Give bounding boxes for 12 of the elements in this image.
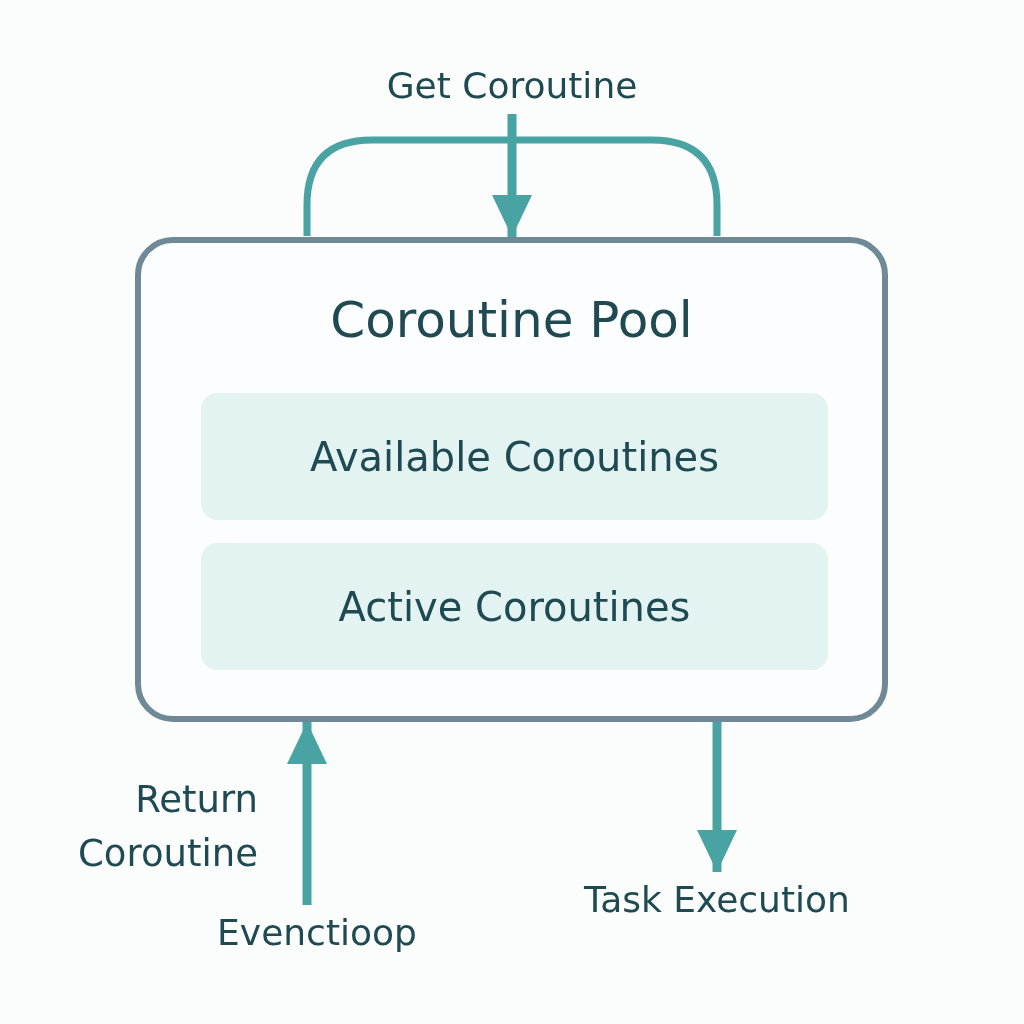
arrow — [697, 722, 737, 872]
list-panel — [201, 393, 828, 520]
container-title: Coroutine Pool — [329, 291, 694, 349]
arrow — [287, 722, 327, 905]
list-panel — [201, 543, 828, 670]
text-label: Task Execution — [552, 872, 882, 928]
text-label: Evenctioop — [197, 905, 437, 961]
pool-container — [135, 237, 888, 722]
arrow — [492, 114, 532, 237]
panel-title: Active Coroutines — [338, 583, 691, 630]
text-label: Get Coroutine — [352, 58, 672, 114]
panel-title: Available Coroutines — [309, 433, 720, 480]
